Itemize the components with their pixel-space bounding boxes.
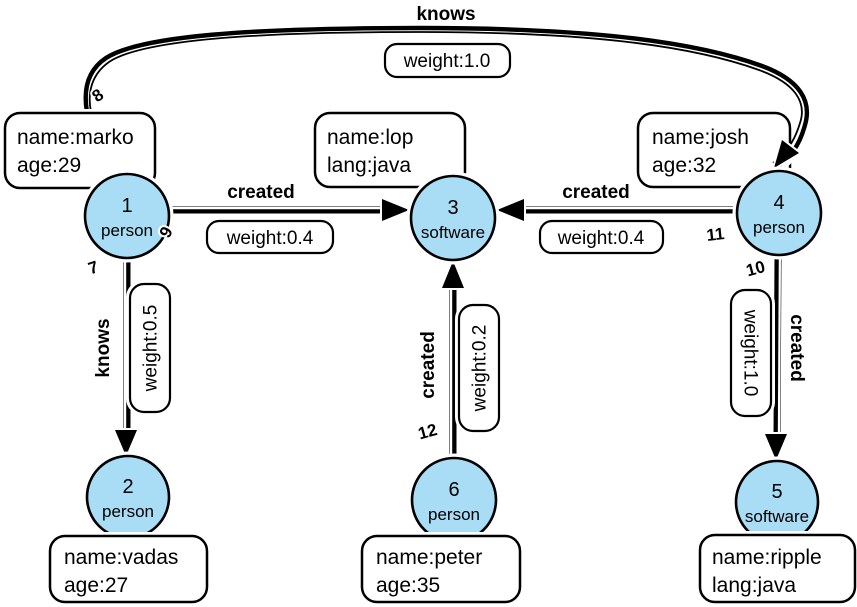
vertex-type: software: [745, 507, 809, 526]
box-border: [313, 111, 467, 189]
weight-box-edge-11: weight:0.4: [536, 217, 667, 257]
edge-line-inner: [777, 254, 781, 438]
property-box-peter: name:peter age:35: [358, 532, 524, 606]
weight-box-edge-9: weight:0.4: [203, 217, 337, 257]
property-age: age:32: [652, 154, 716, 177]
edge-line: [773, 254, 782, 438]
box-border: [360, 534, 522, 604]
weight-box-edge-10: weight:1.0: [727, 286, 775, 420]
property-name: name:peter: [376, 546, 482, 569]
box-border: [538, 219, 665, 255]
vertex-1: 1 person: [80, 169, 174, 263]
weight-value: weight:0.2: [470, 325, 491, 413]
property-lang: lang:java: [327, 154, 411, 177]
edge-label-created-11: created: [562, 182, 630, 203]
vertex-type: person: [428, 505, 480, 524]
vertex-type: person: [753, 218, 805, 237]
property-age: age:35: [376, 574, 440, 597]
vertex-id: 4: [773, 192, 784, 214]
vertex-6: 6 person: [407, 453, 501, 547]
property-box-ripple: name:ripple lang:java: [696, 531, 857, 606]
property-age: age:29: [17, 154, 81, 177]
edge-created-1-3: [169, 197, 411, 223]
weight-value: weight:0.4: [226, 228, 314, 249]
vertex-circle: [83, 172, 171, 260]
box-border: [383, 42, 512, 79]
edge-label-created-10: created: [786, 314, 807, 382]
box-border: [729, 288, 773, 418]
vertex-4: 4 person: [732, 166, 826, 260]
vertex-type: person: [102, 502, 154, 521]
vertex-3: 3 software: [406, 171, 500, 265]
box-border: [48, 534, 209, 604]
property-name: name:marko: [17, 126, 134, 149]
edge-created-6-3: [440, 259, 466, 458]
property-lang: lang:java: [712, 574, 796, 597]
box-border: [128, 282, 172, 414]
arrowhead: [380, 197, 411, 223]
property-box-vadas: name:vadas age:27: [46, 532, 211, 606]
vertex-5: 5 software: [731, 456, 823, 548]
box-border: [457, 303, 501, 433]
edge-label-knows-7: knows: [93, 318, 114, 377]
edge-label-created-9: created: [227, 182, 295, 203]
edge-knows-1-4: [79, 21, 814, 185]
vertex-2: 2 person: [82, 451, 174, 543]
weight-box-edge-12: weight:0.2: [455, 301, 503, 435]
edge-label-created-12: created: [418, 331, 439, 399]
edge-line: [83, 25, 810, 183]
arrowhead: [440, 259, 466, 290]
vertex-id: 2: [122, 476, 133, 498]
vertex-id: 6: [448, 479, 459, 501]
property-name: name:vadas: [64, 546, 178, 569]
arrowhead: [113, 428, 139, 458]
weight-value: weight:1.0: [403, 51, 491, 72]
weight-box-edge-7: weight:0.5: [126, 280, 174, 416]
property-age: age:27: [64, 574, 128, 597]
weight-value: weight:1.0: [740, 309, 761, 397]
box-border: [3, 111, 157, 190]
property-box-josh: name:josh age:32: [634, 109, 794, 191]
edge-id-10: 10: [744, 257, 767, 280]
weight-value: weight:0.4: [557, 228, 645, 249]
property-box-lop: name:lop lang:java: [311, 109, 469, 191]
edge-label-knows-8: knows: [416, 4, 475, 25]
vertex-id: 1: [121, 195, 132, 217]
edge-created-4-5: [763, 254, 789, 462]
weight-value: weight:0.5: [141, 305, 162, 393]
vertex-circle: [735, 169, 823, 257]
box-border: [205, 219, 335, 255]
vertex-type: software: [421, 223, 485, 242]
property-name: name:lop: [327, 126, 413, 149]
edge-id-12: 12: [416, 420, 439, 443]
box-border: [698, 533, 857, 604]
arrowhead: [772, 138, 801, 170]
arrowhead: [495, 197, 526, 223]
edge-id-7: 7: [86, 257, 101, 278]
vertex-type: person: [101, 221, 153, 240]
weight-box-edge-8: weight:1.0: [381, 40, 514, 81]
property-name: name:josh: [652, 126, 749, 149]
edge-line-inner: [88, 31, 803, 182]
arrowhead: [763, 432, 789, 462]
vertex-id: 3: [447, 197, 458, 219]
vertex-id: 5: [771, 481, 782, 503]
edge-id-11: 11: [705, 224, 725, 245]
edge-created-4-3: [495, 197, 737, 223]
property-name: name:ripple: [712, 546, 822, 569]
property-box-marko: name:marko age:29: [1, 109, 159, 192]
vertex-circle: [409, 174, 497, 262]
